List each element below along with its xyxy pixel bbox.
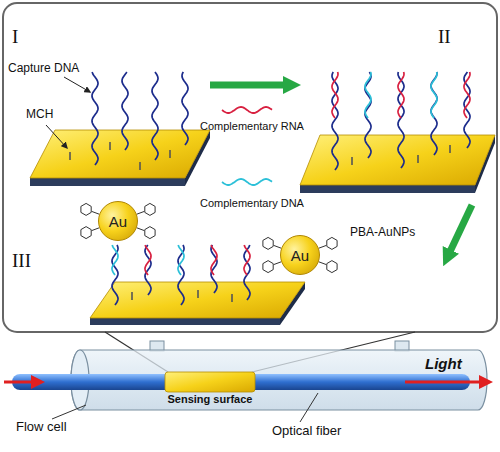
benzene-ring [327, 261, 337, 273]
leader-line [64, 77, 90, 92]
complementary-strand [332, 72, 338, 118]
capture-dna [211, 245, 217, 293]
signal-label: Light [425, 355, 462, 372]
complementary-strand [244, 245, 250, 275]
benzene-ring [327, 237, 337, 249]
gold-slab [300, 135, 495, 193]
complementary-strand [112, 245, 118, 275]
gold-nanoparticle: Au [280, 235, 320, 275]
complementary-strand [365, 72, 371, 118]
gold-slab [90, 282, 305, 325]
light-arrow [4, 381, 38, 384]
process-arrow [447, 205, 472, 258]
capture-dna [122, 72, 128, 150]
linker [137, 211, 145, 214]
capture-dna [398, 72, 404, 168]
gold-coating [165, 372, 255, 392]
capture-dna [152, 72, 158, 160]
part-label: Complementary DNA [200, 197, 304, 210]
linker [92, 228, 100, 231]
part-label: PBA-AuNPs [350, 226, 415, 240]
capture-dna [178, 245, 184, 305]
benzene-ring [263, 261, 273, 273]
complementary-strand [211, 245, 217, 275]
benzene-ring [263, 237, 273, 249]
capture-dna [431, 72, 437, 155]
dna-strands [92, 72, 470, 305]
benzene-ring [145, 227, 155, 239]
part-label: Complementary RNA [200, 120, 304, 133]
leader-line [52, 405, 86, 419]
benzene-ring [145, 203, 155, 215]
mch-spacer [70, 142, 450, 302]
linker [319, 245, 327, 248]
particle-label: Au [109, 213, 127, 230]
capture-dna [464, 72, 470, 148]
leader-line [300, 393, 318, 422]
linker [319, 262, 327, 265]
complementary-strand [398, 72, 404, 118]
zoom-panel [3, 3, 497, 332]
panel-number: II [438, 26, 451, 48]
linker [274, 262, 282, 265]
part-label: Optical fiber [272, 424, 341, 439]
benzene-ring [81, 227, 91, 239]
panel-number: III [12, 250, 31, 272]
light-arrow [405, 381, 486, 384]
capture-dna [112, 245, 118, 305]
benzene-ring [81, 203, 91, 215]
leader-line [46, 125, 67, 148]
complementary-strand [178, 245, 184, 275]
capture-dna [332, 72, 338, 170]
strand-icon [222, 107, 272, 113]
part-label: Capture DNA [8, 62, 79, 76]
part-label: Flow cell [16, 420, 67, 435]
strand-icon [222, 179, 272, 185]
process-arrow [210, 82, 292, 89]
gold-slab [30, 130, 210, 186]
complementary-strand [464, 72, 470, 118]
capture-dna [182, 72, 188, 145]
capture-dna [92, 72, 98, 165]
capture-dna [145, 245, 151, 295]
complementary-strand [431, 72, 437, 118]
capture-dna [244, 245, 250, 300]
particle-label: Au [291, 247, 309, 264]
panel-number: I [12, 26, 18, 48]
capture-dna [365, 72, 371, 158]
linker [137, 228, 145, 231]
gold-nanoparticle: Au [98, 201, 138, 241]
complementary-strand [145, 245, 151, 275]
part-label: MCH [26, 108, 53, 122]
part-label: Sensing surface [168, 393, 253, 406]
